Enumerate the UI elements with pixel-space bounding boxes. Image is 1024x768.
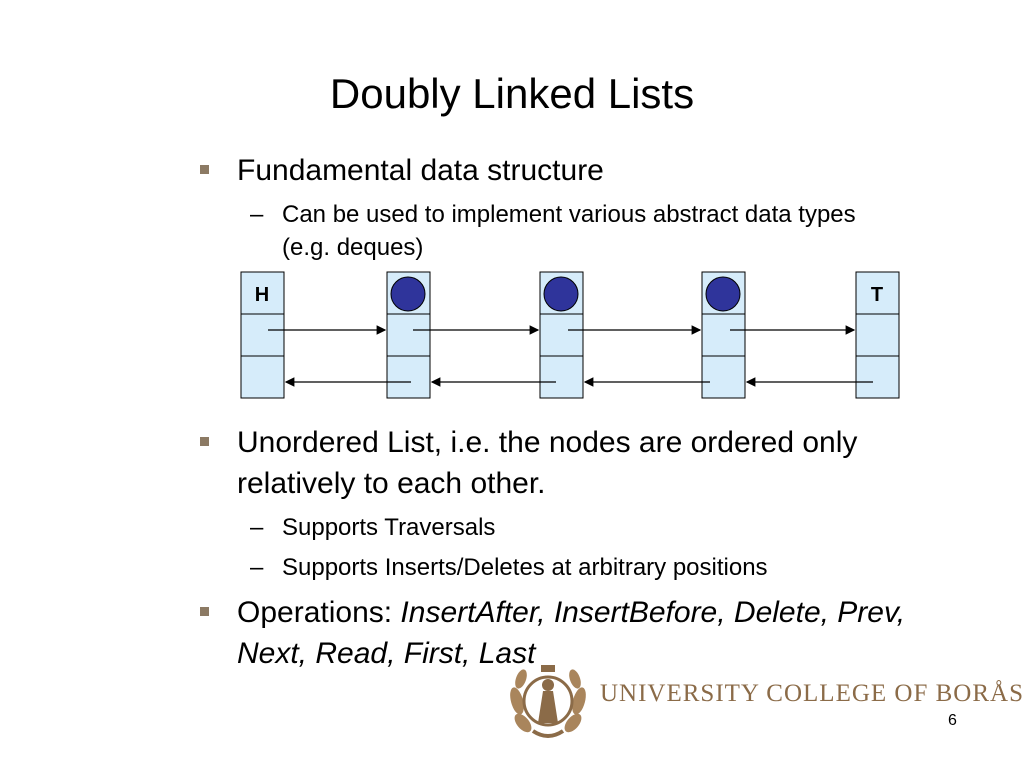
dash-bullet-icon: – (250, 201, 264, 228)
university-seal-logo (510, 665, 586, 738)
sub-bullet-inserts: – Supports Inserts/Deletes at arbitrary … (200, 551, 1000, 584)
node-data-icon (705, 276, 741, 312)
square-bullet-icon (200, 437, 209, 446)
bullet-text: Fundamental data structure (237, 154, 604, 187)
square-bullet-icon (200, 607, 209, 616)
tail-label: T (871, 284, 883, 306)
node-data-icon (390, 276, 426, 312)
list-node-3 (701, 271, 746, 399)
bullet-fundamental: Fundamental data structure (200, 150, 1000, 191)
bullet-operations: Operations: InsertAfter, InsertBefore, D… (200, 592, 1000, 674)
operations-prefix: Operations: (237, 596, 401, 629)
dash-bullet-icon: – (250, 514, 264, 541)
bullet-text-line2: relatively to each other. (237, 467, 546, 500)
list-node-2 (539, 271, 584, 399)
sub-bullet-text: Supports Inserts/Deletes at arbitrary po… (282, 554, 768, 581)
list-node-tail: T (855, 271, 900, 399)
sub-bullet-traversals: – Supports Traversals (200, 511, 1000, 544)
dash-bullet-icon: – (250, 554, 264, 581)
page-number: 6 (948, 712, 957, 729)
bullet-unordered: Unordered List, i.e. the nodes are order… (200, 422, 1000, 504)
bullet-list-top: Fundamental data structure – Can be used… (200, 150, 1000, 264)
sub-bullet-adt: – Can be used to implement various abstr… (200, 198, 1000, 264)
slide-title: Doubly Linked Lists (329, 70, 695, 117)
head-label: H (255, 284, 269, 306)
list-node-1 (386, 271, 431, 399)
operations-list-line1: InsertAfter, InsertBefore, Delete, Prev, (400, 596, 906, 629)
operations-list-line2: Next, Read, First, Last (237, 637, 536, 670)
sub-bullet-text-line1: Can be used to implement various abstrac… (282, 201, 856, 228)
bullet-list-bottom: Unordered List, i.e. the nodes are order… (200, 422, 1000, 674)
node-data-icon (543, 276, 579, 312)
bullet-text-line1: Unordered List, i.e. the nodes are order… (237, 426, 858, 459)
square-bullet-icon (200, 165, 209, 174)
list-node-head: H (240, 271, 285, 399)
sub-bullet-text-line2: (e.g. deques) (282, 234, 424, 261)
institution-name: UNIVERSITY COLLEGE OF BORÅS (600, 680, 1024, 707)
sub-bullet-text: Supports Traversals (282, 514, 496, 541)
